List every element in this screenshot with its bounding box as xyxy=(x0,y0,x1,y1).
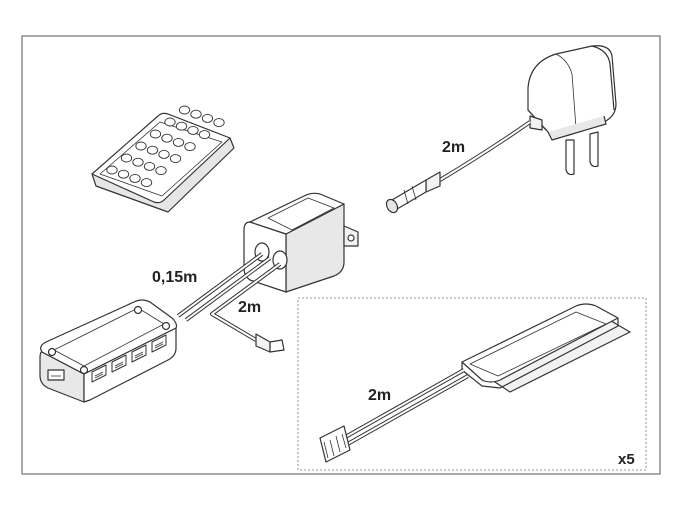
remote-button xyxy=(146,145,159,155)
controller-cable-label: 0,15m xyxy=(152,269,197,286)
remote-button xyxy=(158,149,170,159)
remote-button xyxy=(178,105,191,115)
remote-button xyxy=(190,109,202,119)
quantity-label: x5 xyxy=(618,451,635,468)
remote-button xyxy=(161,133,173,143)
remote-button xyxy=(175,121,188,131)
remote-button xyxy=(135,141,147,151)
remote-button xyxy=(164,117,176,127)
remote-button xyxy=(184,142,196,152)
led-strip-icon xyxy=(319,303,631,463)
remote-button xyxy=(149,129,162,139)
hub-port-pins xyxy=(154,341,164,349)
remote-button xyxy=(117,169,130,179)
controller-box-icon xyxy=(176,192,359,353)
strip-set-frame xyxy=(297,297,647,471)
remote-button xyxy=(143,161,156,171)
remote-button xyxy=(106,165,118,175)
remote-button xyxy=(169,154,182,164)
remote-button xyxy=(213,118,225,128)
remote-button xyxy=(132,157,144,167)
outer-frame xyxy=(21,35,661,475)
sensor-cable-label: 2m xyxy=(238,299,261,316)
power-adapter-icon xyxy=(385,45,617,214)
strip-cable-label: 2m xyxy=(368,387,391,404)
distributor-hub-icon xyxy=(39,299,178,403)
hub-port-pins xyxy=(94,371,104,379)
remote-button xyxy=(201,113,214,123)
remote-button xyxy=(172,137,185,147)
hub-port-pins xyxy=(134,351,144,359)
remote-control-icon xyxy=(91,105,235,213)
remote-button xyxy=(129,173,141,183)
adapter-cable-label: 2m xyxy=(442,139,465,156)
hub-port-pins xyxy=(114,361,124,369)
remote-button xyxy=(187,125,199,135)
remote-button xyxy=(198,130,211,140)
remote-button xyxy=(140,178,153,188)
remote-button xyxy=(155,166,167,176)
remote-button xyxy=(120,153,133,163)
